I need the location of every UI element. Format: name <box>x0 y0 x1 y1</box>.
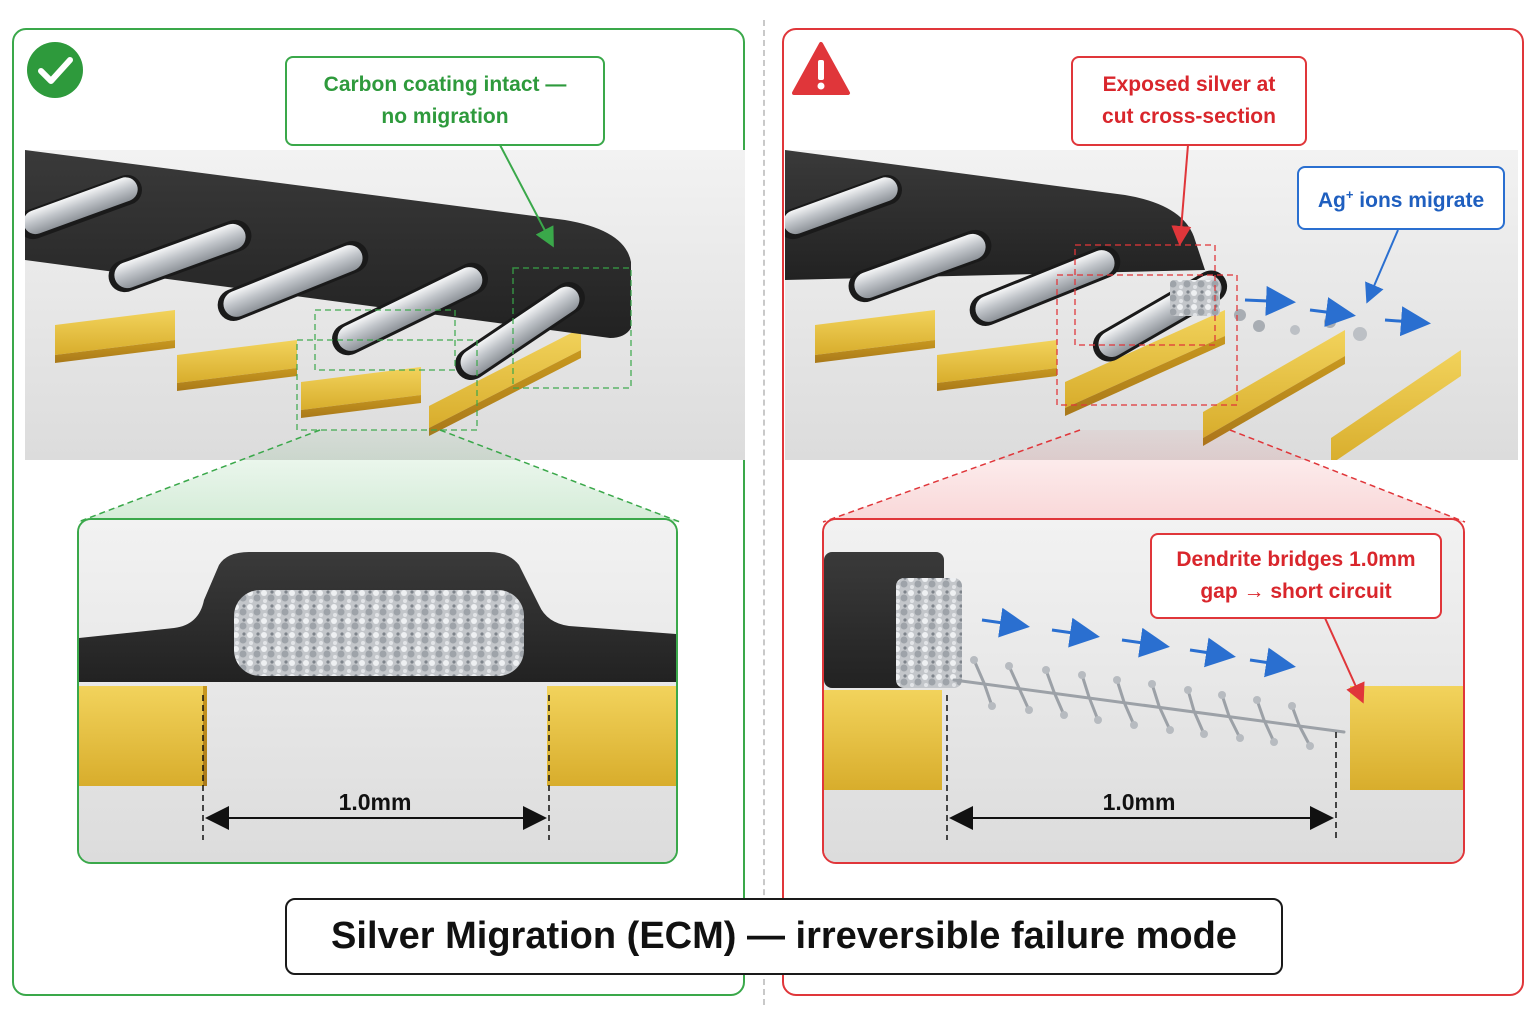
left-zoom-frame: 1.0mm <box>77 518 678 864</box>
gold-pad-right <box>547 686 676 786</box>
warning-icon <box>792 42 850 95</box>
ion-arrows <box>1244 285 1431 337</box>
ion-migration-callout: Ag+ ions migrate <box>1297 166 1505 230</box>
callout-line-1: Carbon coating intact — <box>323 73 567 96</box>
callout-line-2: no migration <box>381 105 509 128</box>
silver-dendrite <box>952 658 1346 748</box>
callout-line-1: Exposed silver at <box>1102 73 1276 96</box>
dendrite-callout: Dendrite bridges 1.0mm gap → short circu… <box>1150 533 1442 619</box>
exposed-silver-callout: Exposed silver at cut cross-section <box>1071 56 1307 146</box>
callout-line-1: Dendrite bridges 1.0mm <box>1176 548 1416 571</box>
callout-line-2: cut cross-section <box>1102 105 1276 128</box>
gap-label: 1.0mm <box>1103 789 1176 815</box>
zoom-connectors <box>77 429 1466 523</box>
gap-label: 1.0mm <box>339 789 412 815</box>
check-icon <box>27 42 83 98</box>
left-zoom-illustration: 1.0mm <box>79 520 676 862</box>
dendrite-tips <box>970 656 1314 750</box>
figure-caption: Silver Migration (ECM) — irreversible fa… <box>285 898 1283 975</box>
left-panel-frame <box>12 28 745 996</box>
coating-intact-callout: Carbon coating intact — no migration <box>285 56 605 146</box>
ion-charge: + <box>1345 187 1354 202</box>
panel-divider <box>763 20 765 1005</box>
ion-symbol: Ag <box>1317 189 1346 212</box>
exposed-silver-cut <box>896 578 962 688</box>
gold-pad-left <box>824 690 942 790</box>
silver-traces <box>25 174 585 380</box>
left-connector-scene <box>25 150 745 460</box>
ion-text: ions migrate <box>1359 189 1485 212</box>
gold-pads <box>55 310 581 436</box>
right-panel-frame <box>782 28 1524 996</box>
highlight-boxes <box>1056 244 1238 406</box>
gold-pads <box>815 310 1461 460</box>
right-connector-scene <box>785 150 1518 460</box>
callout-line-2: gap → short circuit <box>1200 580 1392 603</box>
ion-arrows <box>981 607 1296 678</box>
exposed-silver-cut <box>1170 280 1220 316</box>
silver-trace-section <box>234 590 524 676</box>
gold-pad-left <box>79 686 203 786</box>
gold-pad-right <box>1350 686 1463 790</box>
